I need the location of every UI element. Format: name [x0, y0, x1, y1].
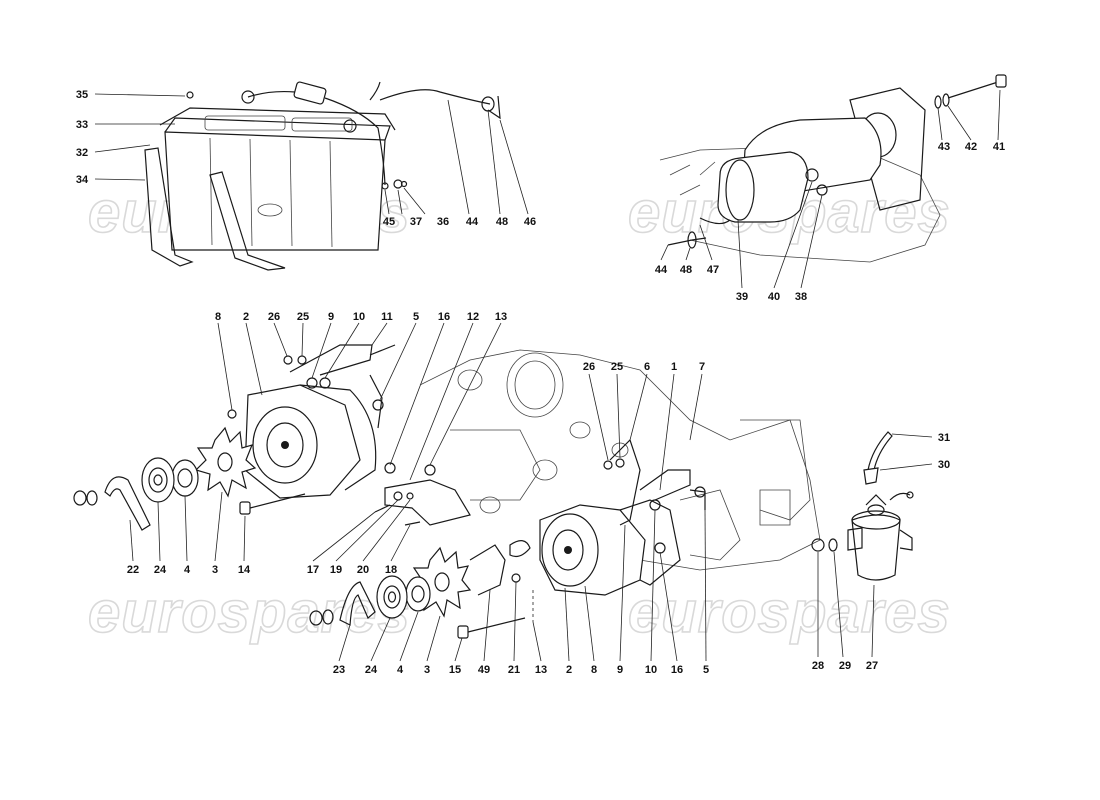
callout-23: 23 — [333, 664, 345, 676]
leader-lines — [94, 89, 1001, 662]
alternator-top-fan — [194, 426, 257, 498]
callout-34: 34 — [76, 174, 89, 186]
callout-13-bottom: 13 — [535, 664, 547, 676]
alternator-top — [73, 344, 471, 531]
strap-right — [209, 171, 286, 271]
callout-4-bottom: 4 — [397, 664, 404, 676]
callout-14: 14 — [238, 564, 251, 576]
callout-5-top: 5 — [413, 311, 419, 323]
callout-3-bottom: 3 — [424, 664, 430, 676]
callout-44-battery: 44 — [466, 216, 479, 228]
pulley-top-outer — [171, 459, 199, 497]
watermark-bottom-right: eurospares — [628, 580, 951, 645]
battery-top — [164, 117, 391, 141]
callout-5-bottom: 5 — [703, 664, 709, 676]
callout-40: 40 — [768, 291, 780, 303]
callout-6: 6 — [644, 361, 650, 373]
watermark-bottom-left: eurospares — [88, 580, 411, 645]
callout-17: 17 — [307, 564, 319, 576]
battery-assembly — [144, 81, 501, 271]
callout-37: 37 — [410, 216, 422, 228]
callout-10-bottom: 10 — [645, 664, 657, 676]
callout-22: 22 — [127, 564, 139, 576]
callout-26-right: 26 — [583, 361, 595, 373]
callout-44-starter: 44 — [655, 264, 668, 276]
callout-48-battery: 48 — [496, 216, 508, 228]
battery-body — [164, 131, 386, 251]
callout-43: 43 — [938, 141, 950, 153]
callout-33: 33 — [76, 119, 88, 131]
callout-47: 47 — [707, 264, 719, 276]
callout-8-top: 8 — [215, 311, 221, 323]
callout-25-top: 25 — [297, 311, 309, 323]
pulley-bottom — [376, 575, 408, 619]
coil-lead — [867, 431, 893, 471]
pulley-top — [141, 457, 175, 503]
callout-32: 32 — [76, 147, 88, 159]
callout-45: 45 — [383, 216, 395, 228]
callout-39: 39 — [736, 291, 748, 303]
alternator-bottom — [309, 438, 706, 639]
adjust-link — [609, 438, 641, 526]
callout-18: 18 — [385, 564, 397, 576]
callout-11: 11 — [381, 311, 393, 323]
callout-41: 41 — [993, 141, 1005, 153]
callout-16-bottom: 16 — [671, 664, 683, 676]
callout-4-mid: 4 — [184, 564, 191, 576]
callout-35: 35 — [76, 89, 88, 101]
callout-36: 36 — [437, 216, 449, 228]
callout-9-top: 9 — [328, 311, 334, 323]
callout-24-bottom: 24 — [365, 664, 378, 676]
callout-20: 20 — [357, 564, 369, 576]
callout-28: 28 — [812, 660, 824, 672]
callout-9-bottom: 9 — [617, 664, 623, 676]
starter-flange — [849, 87, 926, 211]
callout-29: 29 — [839, 660, 851, 672]
callout-46: 46 — [524, 216, 536, 228]
belt-bottom — [339, 581, 376, 626]
callout-1: 1 — [671, 361, 677, 373]
mount-bracket — [384, 479, 471, 526]
starter-solenoid — [717, 151, 809, 223]
callout-42: 42 — [965, 141, 977, 153]
callout-12: 12 — [467, 311, 479, 323]
callout-13-top: 13 — [495, 311, 507, 323]
callout-19: 19 — [330, 564, 342, 576]
callout-31: 31 — [938, 432, 950, 444]
starter-assembly — [659, 74, 1007, 263]
callout-27: 27 — [866, 660, 878, 672]
callout-7: 7 — [699, 361, 705, 373]
callout-49: 49 — [478, 664, 490, 676]
ignition-coil — [811, 431, 914, 581]
strap-left — [144, 147, 194, 267]
callout-21: 21 — [508, 664, 520, 676]
callout-15: 15 — [449, 664, 461, 676]
callout-3-mid: 3 — [212, 564, 218, 576]
callout-24-mid: 24 — [154, 564, 167, 576]
callout-38: 38 — [795, 291, 807, 303]
callout-25-right: 25 — [611, 361, 623, 373]
coil-body — [851, 514, 901, 581]
engine-block — [419, 349, 821, 571]
callout-8-bottom: 8 — [591, 664, 597, 676]
belt-top — [104, 476, 151, 531]
callout-30: 30 — [938, 459, 950, 471]
callout-2-bottom: 2 — [566, 664, 572, 676]
callout-2-top: 2 — [243, 311, 249, 323]
battery-frame — [159, 107, 396, 131]
callout-26-top: 26 — [268, 311, 280, 323]
callout-16-top: 16 — [438, 311, 450, 323]
callout-labels: 35 33 32 34 45 37 36 44 48 46 43 42 41 4… — [76, 89, 1005, 676]
callout-10-top: 10 — [353, 311, 365, 323]
callout-48-starter: 48 — [680, 264, 692, 276]
